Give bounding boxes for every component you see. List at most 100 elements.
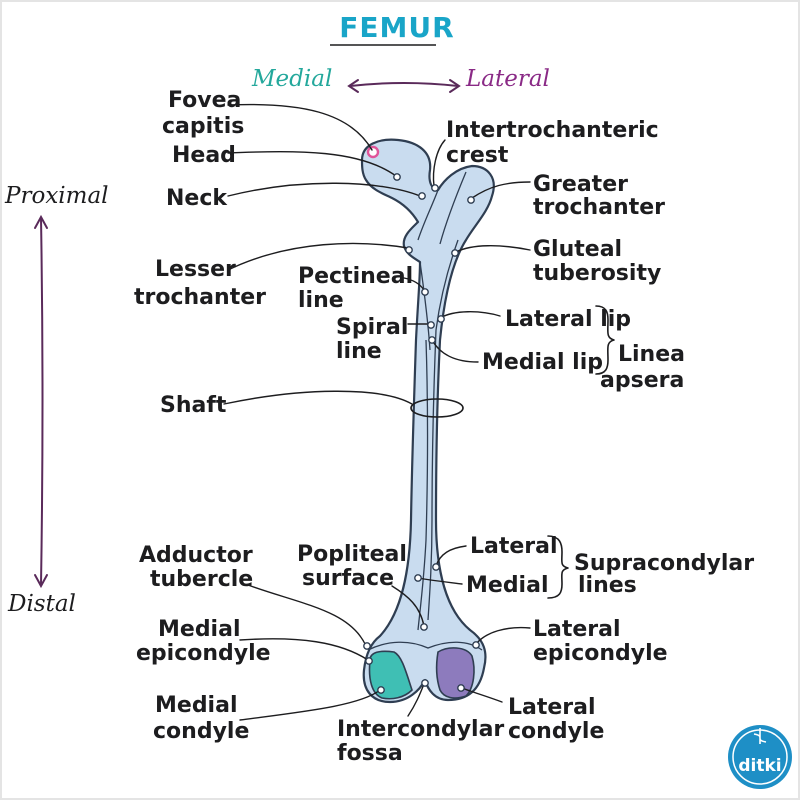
leader-supra-lateral [435,545,467,567]
label-gluteal-2: tuberosity [533,261,661,286]
label-fovea-2: capitis [162,114,244,139]
label-popliteal-2: surface [302,566,394,591]
label-intercondylar-1: Intercondylar [337,717,504,742]
label-lateral-epi-1: Lateral [533,617,621,642]
leader-medial-epi [239,638,369,661]
label-fovea-1: Fovea [168,88,241,113]
linea-aspera-lateral [427,239,459,621]
femur-bone [360,138,495,704]
point-adductor [363,642,371,650]
leader-adductor [247,584,367,647]
point-popliteal [420,623,428,631]
point-neck [418,192,426,200]
intertrochanteric-ridge [417,189,439,241]
point-lesser [405,246,413,254]
anatomy-points [363,173,480,694]
fovea-capitis-mark [366,145,380,159]
leader-fovea [227,103,373,151]
leader-lesser [227,242,409,271]
axis-distal: Distal [7,591,76,617]
leader-popliteal [391,585,425,627]
ditki-logo: ditki [728,725,792,789]
point-head [393,173,401,181]
label-lateral-lip: Lateral lip [505,307,631,332]
diagram-title: FEMUR [339,11,454,44]
point-supra-lateral [432,563,440,571]
point-intercondylar [421,679,429,687]
leader-intertrochanteric [432,139,446,187]
label-shaft: Shaft [160,393,227,418]
supracondylar-brace [547,535,569,599]
label-medial-condyle-2: condyle [153,719,249,744]
point-gluteal [451,249,459,257]
leader-shaft [223,390,413,405]
label-supra-lateral: Lateral [470,534,558,559]
medial-lateral-arrow [347,79,461,93]
point-spiral [427,321,435,329]
label-popliteal-1: Popliteal [297,542,407,567]
lateral-condyle-surface [435,647,475,699]
epicondyle-ridge [367,641,483,651]
leader-pectineal [403,277,425,291]
leader-intercondylar [407,683,425,717]
leader-lateral-epi [475,626,531,645]
label-lesser-2: trochanter [134,285,266,310]
label-linea-1: Linea [618,342,685,367]
label-linea-2: apsera [600,368,684,393]
point-lateral-epi [472,641,480,649]
label-medial-epi-2: epicondyle [136,641,271,666]
leader-greater [471,181,531,199]
logo-text: ditki [738,756,781,776]
label-pectineal-1: Pectineal [298,264,413,289]
orientation-medial: Medial [251,66,332,92]
leader-lines [223,103,531,721]
label-intercondylar-2: fossa [337,741,403,766]
label-medial-epi-1: Medial [158,617,241,642]
point-medial-epi [365,657,373,665]
label-lateral-epi-2: epicondyle [533,641,668,666]
greater-trochanter-ridge [439,171,467,245]
axis-proximal: Proximal [4,183,109,209]
leader-neck [227,182,421,197]
labels: Fovea capitis Head Neck Intertrochanteri… [134,88,754,766]
label-adductor-1: Adductor [139,543,253,568]
label-spiral-1: Spiral [336,315,408,340]
label-gluteal-1: Gluteal [533,237,622,262]
linea-aspera-medial [417,339,429,631]
label-adductor-2: tubercle [150,567,253,592]
leader-head [227,150,397,177]
label-intertrochanteric-1: Intertrochanteric [446,118,659,143]
point-pectineal [421,288,429,296]
point-medial-lip [428,336,436,344]
label-supracondylar-1: Supracondylar [574,551,754,576]
label-lateral-condyle-2: condyle [508,719,604,744]
label-lesser-1: Lesser [155,257,236,282]
leader-lateral-lip [439,311,501,319]
label-supra-medial: Medial [466,573,549,598]
label-spiral-2: line [336,339,382,364]
leader-medial-lip [431,339,479,363]
label-neck: Neck [166,186,228,211]
shaft-ring [410,398,464,418]
point-intertrochanteric [431,184,439,192]
orientation-lateral: Lateral [465,66,550,92]
point-medial-condyle [377,686,385,694]
label-pectineal-2: line [298,288,344,313]
label-greater-2: trochanter [533,195,665,220]
point-greater [467,196,475,204]
label-intertrochanteric-2: crest [446,143,509,168]
label-lateral-condyle-1: Lateral [508,695,596,720]
point-supra-medial [414,574,422,582]
leader-medial-condyle [239,689,381,721]
label-head: Head [172,143,236,168]
label-supracondylar-2: lines [578,573,637,598]
proximal-distal-arrow [34,214,48,589]
caduceus-icon [753,728,767,744]
point-lateral-lip [437,315,445,323]
logo-circle [728,725,792,789]
point-lateral-condyle [457,684,465,692]
leader-gluteal [455,245,531,253]
